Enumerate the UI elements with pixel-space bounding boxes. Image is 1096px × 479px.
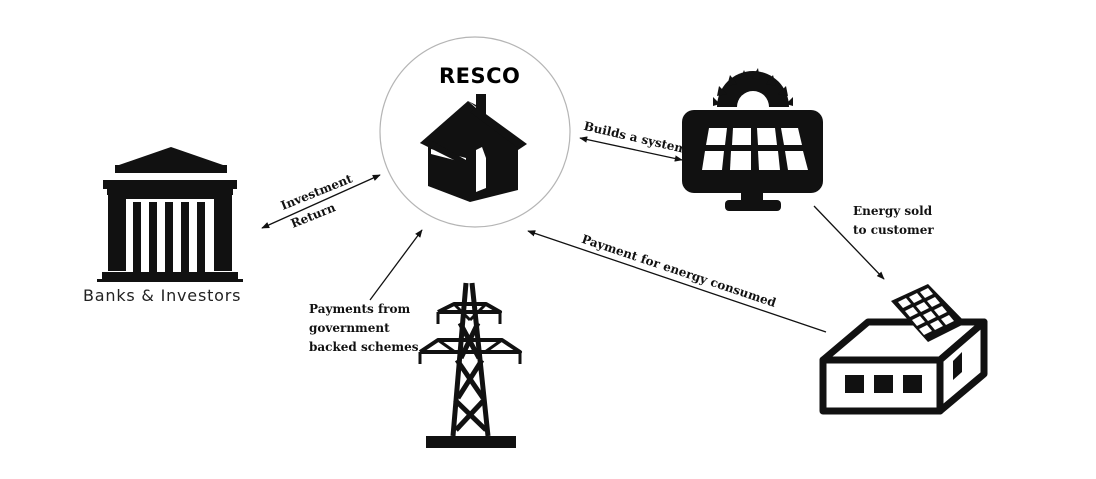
label-payments-gov-line-2: government [309, 321, 390, 335]
label-energy-sold: Energy sold to customer [853, 202, 934, 240]
house-icon [420, 94, 527, 202]
arrow-builds-system [579, 136, 683, 162]
resco-circle [379, 36, 571, 228]
arrow-payment-energy [527, 230, 827, 333]
arrow-payments-gov [369, 229, 423, 301]
roof-solar-panel [891, 284, 966, 342]
label-energy-sold-line-2: to customer [853, 223, 934, 237]
resco-title: RESCO [439, 64, 521, 88]
arrow-energy-sold [813, 205, 885, 280]
transmission-tower-icon [418, 282, 522, 437]
bank-building-icon [97, 147, 243, 282]
label-payments-gov-line-3: backed schemes [309, 340, 419, 354]
home-solar-roof-icon [819, 284, 988, 415]
label-payments-gov-line-1: Payments from [309, 302, 411, 316]
label-energy-sold-line-1: Energy sold [853, 204, 933, 218]
solar-panel-icon [682, 110, 823, 211]
sun-icon [713, 68, 793, 107]
banks-caption: Banks & Investors [83, 286, 242, 305]
label-payments-gov: Payments from government backed schemes [309, 300, 419, 357]
tower-base [426, 436, 516, 448]
arrow-investment-return [261, 174, 381, 229]
